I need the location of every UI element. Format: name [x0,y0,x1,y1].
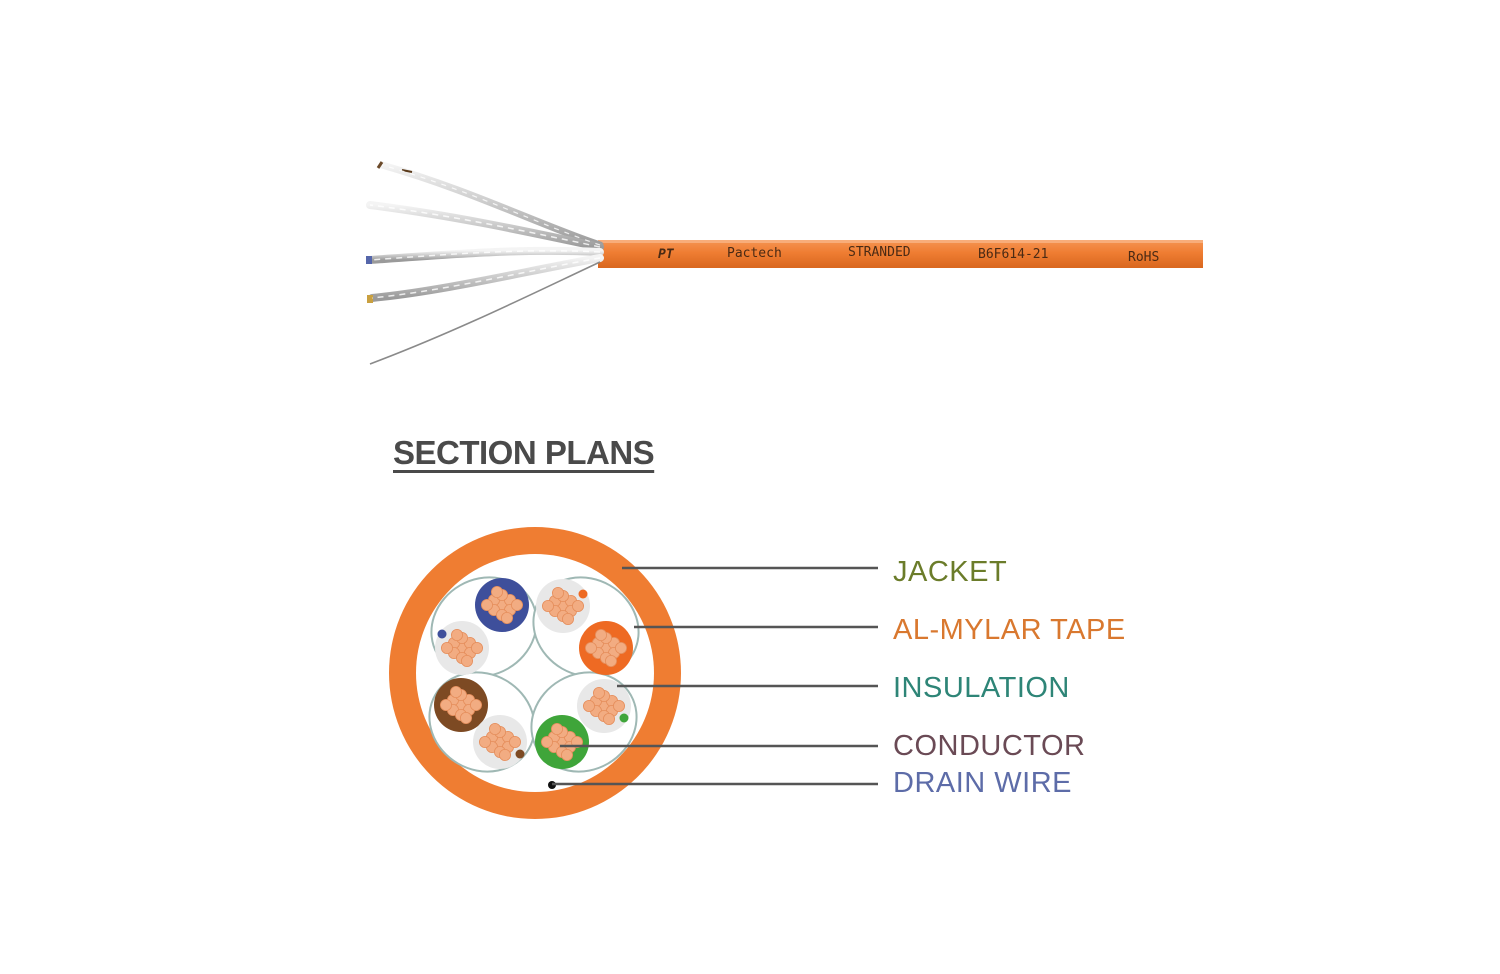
copper-strand [552,587,565,600]
jacket-print-logo: PT [658,247,675,262]
copper-strand [562,613,575,626]
jacket-print-code: B6F614-21 [978,247,1048,262]
copper-strand [542,600,555,613]
copper-strand [480,599,493,612]
conductor-blue-white [435,621,489,675]
label-insulation: INSULATION [893,672,1070,704]
copper-strand [508,736,521,749]
conductor-green-white [577,679,631,733]
color-stripe [515,749,525,759]
copper-strand [572,600,585,613]
jacket-print-type: STRANDED [848,245,911,260]
copper-strand [500,612,513,625]
conductor-orange-white [536,579,590,633]
copper-strand [613,700,626,713]
drain-wire-strand [369,261,601,365]
conductor-brown [434,678,488,732]
copper-strand [605,655,618,668]
conductor-green [535,715,589,769]
copper-strand [595,629,608,642]
copper-strand [561,749,574,762]
copper-strand [470,642,483,655]
section-plans-title: SECTION PLANS [393,434,655,471]
copper-strand [551,723,564,736]
conductor-brown-white [473,715,527,769]
copper-strand [593,687,606,700]
copper-strand [478,736,491,749]
copper-strand [541,736,554,749]
copper-strand [490,586,503,599]
copper-strand [469,699,482,712]
copper-strand [583,700,596,713]
label-conductor: CONDUCTOR [893,730,1086,762]
jacket-print-brand: Pactech [727,246,782,261]
copper-strand [615,642,628,655]
leader-lines [552,566,878,786]
copper-strand [603,713,616,726]
color-stripe [619,713,629,723]
copper-strand [510,599,523,612]
color-stripe [578,589,588,599]
copper-strand [440,642,453,655]
cable-jacket [598,240,1203,268]
copper-strand [488,723,501,736]
copper-strand [498,749,511,762]
copper-strand [585,642,598,655]
copper-strand [449,686,462,699]
copper-strand [460,655,473,668]
copper-strand [459,712,472,725]
cross-section [389,527,681,819]
copper-strand [450,629,463,642]
copper-strand [439,699,452,712]
label-drain-wire: DRAIN WIRE [893,767,1072,799]
color-stripe [437,629,447,639]
foil-shielded-pairs [366,161,604,303]
conductor-blue [475,578,529,632]
jacket-print-rohs: RoHS [1128,250,1159,265]
conductor-orange [579,621,633,675]
label-jacket: JACKET [893,556,1008,588]
label-al-mylar-tape: AL-MYLAR TAPE [893,614,1126,646]
